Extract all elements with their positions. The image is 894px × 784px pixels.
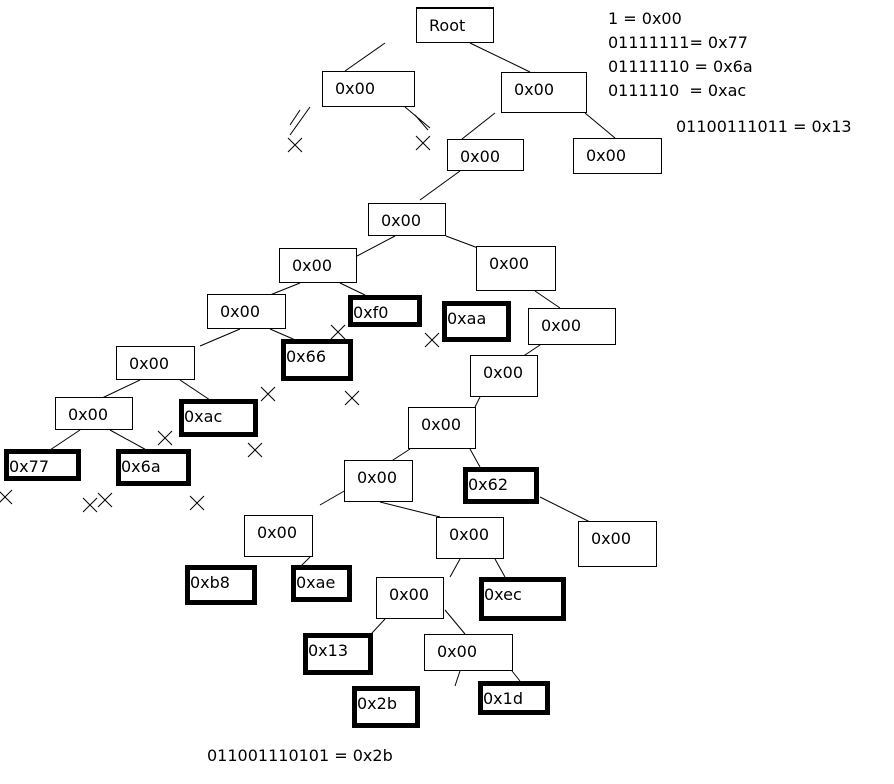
- tree-edge: [474, 396, 481, 408]
- internal-node: 0x00: [376, 577, 444, 619]
- internal-node: 0x00: [322, 71, 415, 107]
- null-child-x-mark: [0, 489, 13, 505]
- code-note-4: 0111110 = 0xac: [608, 81, 747, 100]
- leaf-node: 0x6a: [116, 449, 191, 486]
- tree-edge: [414, 114, 429, 131]
- null-child-x-mark: [424, 332, 440, 348]
- leaf-node: 0xb8: [185, 565, 257, 605]
- internal-node: 0x00: [344, 460, 413, 502]
- leaf-node: 0x66: [281, 339, 353, 381]
- null-child-x-mark: [82, 497, 98, 513]
- tree-edge: [444, 609, 466, 635]
- tree-edge: [494, 558, 506, 578]
- code-note-2: 01111111= 0x77: [608, 33, 748, 52]
- null-child-x-mark: [415, 135, 431, 151]
- internal-node: 0x00: [578, 521, 657, 567]
- code-note-5: 01100111011 = 0x13: [676, 117, 852, 136]
- internal-node: 0x00: [501, 72, 587, 113]
- leaf-node: 0x2b: [352, 686, 420, 728]
- tree-edge: [289, 109, 301, 126]
- code-note-1: 1 = 0x00: [608, 9, 682, 28]
- internal-node: 0x00: [55, 397, 133, 430]
- tree-edge: [534, 290, 561, 309]
- internal-node: 0x00: [447, 139, 524, 171]
- tree-edge: [445, 235, 479, 249]
- code-note-3: 01111110 = 0x6a: [608, 57, 753, 76]
- tree-edge: [49, 429, 81, 451]
- leaf-node: 0xaa: [442, 301, 511, 342]
- leaf-node: 0x62: [463, 467, 539, 504]
- internal-node: 0x00: [573, 138, 662, 174]
- internal-node: 0x00: [408, 407, 476, 449]
- tree-edge: [584, 112, 616, 139]
- null-child-x-mark: [330, 324, 346, 340]
- null-child-x-mark: [157, 430, 173, 446]
- tree-edge: [179, 379, 211, 401]
- leaf-node: 0xae: [291, 565, 352, 602]
- tree-edge: [511, 670, 521, 682]
- tree-edge: [469, 42, 531, 73]
- tree-edge: [389, 448, 411, 463]
- null-child-x-mark: [189, 495, 205, 511]
- internal-node: 0x00: [476, 246, 556, 291]
- internal-node: 0x00: [368, 203, 446, 236]
- internal-node: 0x00: [470, 355, 538, 397]
- internal-node: 0x00: [279, 248, 357, 283]
- leaf-node: 0x77: [4, 449, 81, 481]
- tree-edge: [199, 328, 241, 347]
- tree-edge: [339, 282, 366, 296]
- tree-edge: [379, 501, 441, 518]
- null-child-x-mark: [287, 137, 303, 153]
- null-child-x-mark: [260, 386, 276, 402]
- tree-edge: [289, 106, 311, 136]
- tree-edge: [356, 235, 396, 257]
- null-child-x-mark: [97, 492, 113, 508]
- leaf-node: 0x13: [303, 633, 373, 675]
- null-child-x-mark: [344, 390, 360, 406]
- tree-edge: [371, 618, 386, 634]
- tree-edge: [449, 558, 461, 578]
- tree-edge: [344, 42, 386, 72]
- tree-edge: [319, 489, 347, 506]
- internal-node: 0x00: [436, 517, 504, 559]
- code-note-bottom: 011001110101 = 0x2b: [207, 746, 393, 765]
- leaf-node: 0xac: [179, 399, 258, 437]
- tree-edge: [469, 448, 481, 468]
- root-node: Root: [416, 7, 494, 43]
- tree-edge: [461, 112, 496, 140]
- internal-node: 0x00: [424, 634, 513, 671]
- tree-edge: [454, 670, 461, 687]
- tree-edge: [539, 496, 591, 523]
- tree-edge: [99, 379, 141, 400]
- internal-node: 0x00: [528, 308, 616, 345]
- tree-edge: [109, 429, 151, 453]
- leaf-node: 0xf0: [348, 295, 422, 327]
- null-child-x-mark: [247, 442, 263, 458]
- tree-edge: [419, 170, 461, 201]
- leaf-node: 0x1d: [478, 681, 550, 715]
- internal-node: 0x00: [244, 515, 313, 557]
- internal-node: 0x00: [207, 294, 286, 329]
- leaf-node: 0xec: [479, 577, 566, 621]
- internal-node: 0x00: [116, 346, 195, 380]
